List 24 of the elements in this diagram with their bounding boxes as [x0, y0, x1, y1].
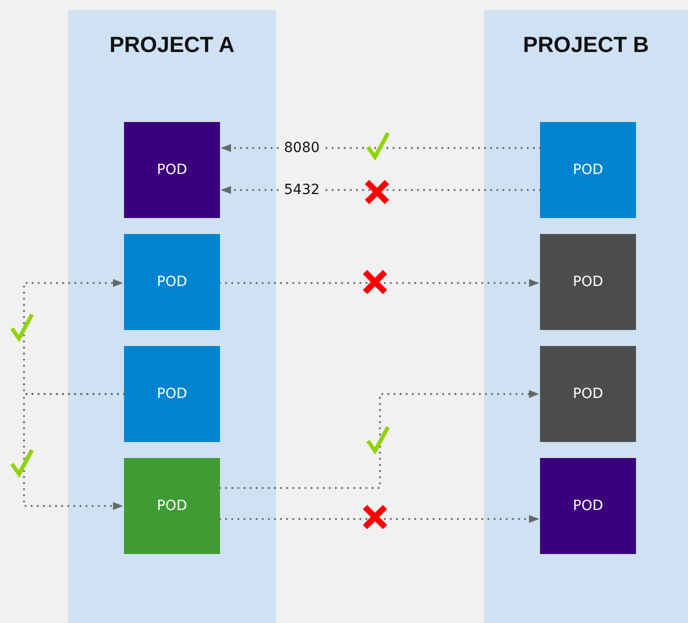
pod-label: POD	[572, 498, 604, 514]
project-column	[484, 10, 688, 623]
project-column	[68, 10, 276, 623]
dotted-arrow	[219, 279, 539, 287]
pod-label: POD	[156, 162, 188, 178]
pod-label: POD	[156, 274, 188, 290]
pod-box	[124, 346, 220, 442]
pod-label: POD	[156, 386, 188, 402]
column-title: PROJECT A	[108, 32, 236, 58]
pod-box	[540, 346, 636, 442]
dotted-arrow	[219, 515, 539, 523]
dotted-arrow	[23, 393, 125, 510]
pod-label: POD	[156, 498, 188, 514]
pod-box	[540, 458, 636, 554]
column-title: PROJECT B	[522, 32, 650, 58]
dotted-arrow	[219, 390, 539, 489]
pod-label: POD	[572, 162, 604, 178]
pod-box	[540, 234, 636, 330]
pod-box	[124, 458, 220, 554]
pod-label: POD	[572, 274, 604, 290]
pod-label: POD	[572, 386, 604, 402]
pod-box	[540, 122, 636, 218]
pod-box	[124, 234, 220, 330]
pod-box	[124, 122, 220, 218]
